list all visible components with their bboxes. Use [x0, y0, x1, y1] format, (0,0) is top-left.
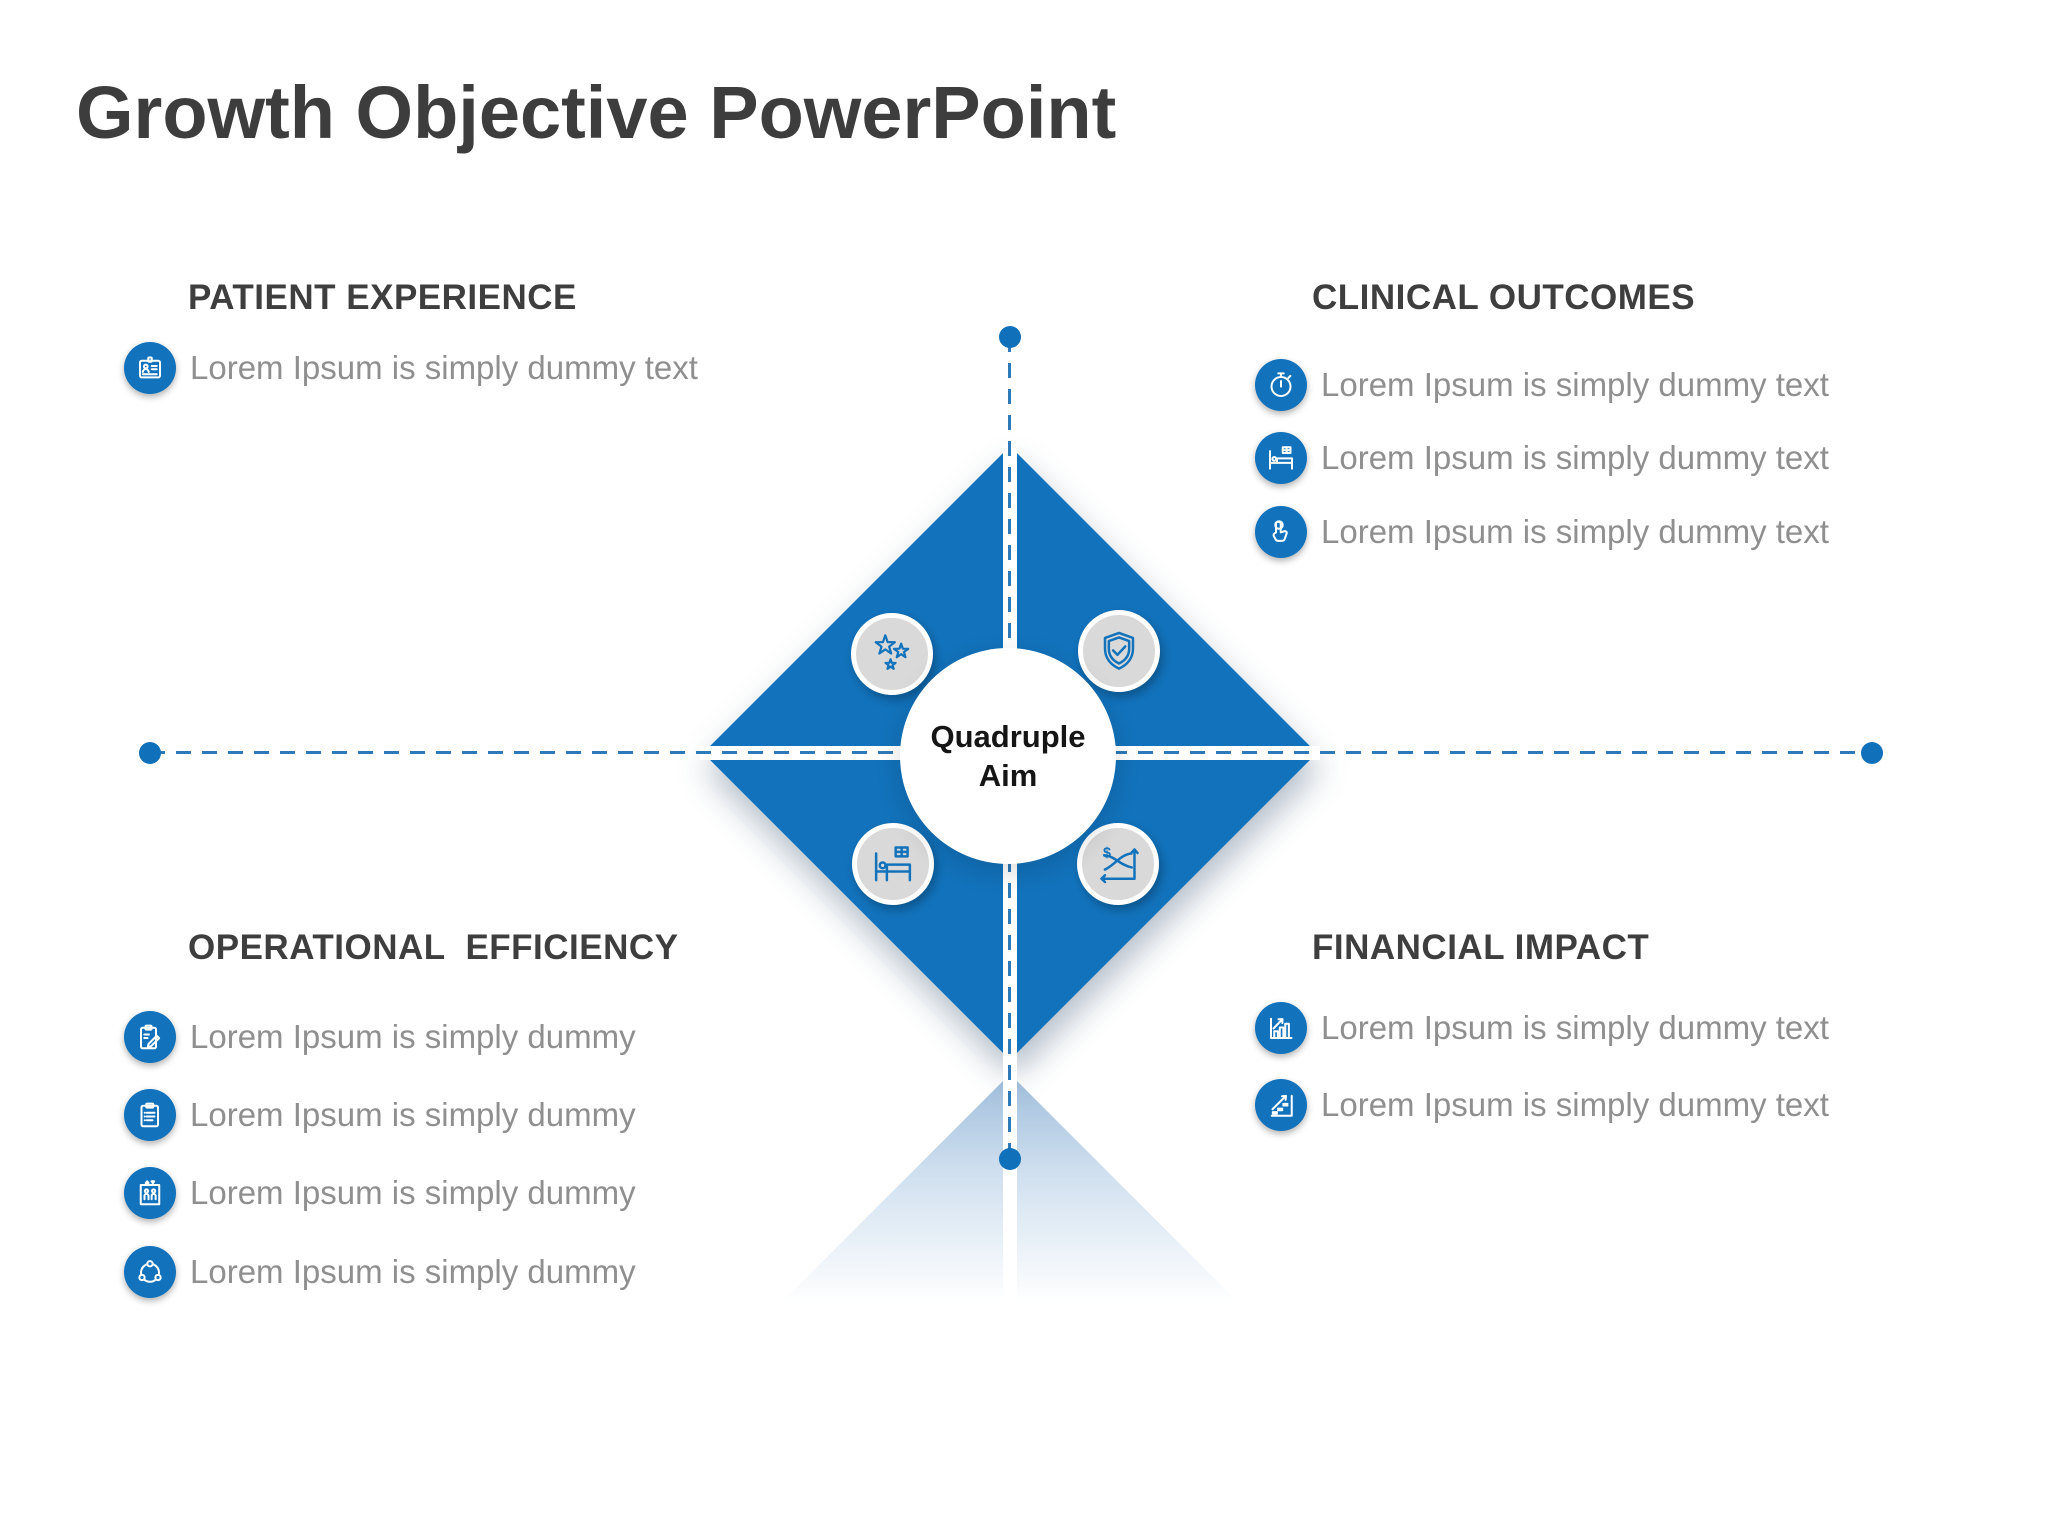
coin-growth-icon — [1255, 1079, 1307, 1131]
list-item: Lorem Ipsum is simply dummy text — [1255, 432, 1829, 484]
heading-clinical-outcomes: CLINICAL OUTCOMES — [1312, 278, 1696, 317]
heading-operational-efficiency: OPERATIONAL EFFICIENCY — [188, 928, 679, 967]
list-item: Lorem Ipsum is simply dummy — [124, 1167, 636, 1219]
page-title: Growth Objective PowerPoint — [76, 71, 1117, 154]
stars-icon — [851, 613, 933, 695]
list-item-text: Lorem Ipsum is simply dummy text — [1321, 1009, 1829, 1046]
list-item: Lorem Ipsum is simply dummy — [124, 1011, 636, 1063]
list-item: Lorem Ipsum is simply dummy — [124, 1246, 636, 1298]
bar-chart-icon — [1255, 1002, 1307, 1054]
list-item: Lorem Ipsum is simply dummy text — [1255, 506, 1829, 558]
elevator-icon — [124, 1167, 176, 1219]
list-item-text: Lorem Ipsum is simply dummy — [190, 1253, 636, 1290]
axis-dot-bottom — [999, 1148, 1021, 1170]
axis-dot-left — [139, 742, 161, 764]
list-item-text: Lorem Ipsum is simply dummy — [190, 1018, 636, 1055]
dollar-growth-icon: $ — [1077, 823, 1159, 905]
list-item-text: Lorem Ipsum is simply dummy text — [1321, 439, 1829, 476]
list-item-text: Lorem Ipsum is simply dummy text — [190, 349, 698, 386]
list-item: Lorem Ipsum is simply dummy text — [1255, 1079, 1829, 1131]
tap-hand-icon — [1255, 506, 1307, 558]
shield-check-icon — [1078, 610, 1160, 692]
center-label-line1: Quadruple — [930, 719, 1086, 754]
network-icon — [124, 1246, 176, 1298]
list-item: Lorem Ipsum is simply dummy text — [1255, 1002, 1829, 1054]
clipboard-list-icon — [124, 1089, 176, 1141]
axis-dot-right — [1861, 742, 1883, 764]
list-item: Lorem Ipsum is simply dummy — [124, 1089, 636, 1141]
list-item-text: Lorem Ipsum is simply dummy text — [1321, 1086, 1829, 1123]
svg-text:$: $ — [1103, 845, 1111, 861]
heading-patient-experience: PATIENT EXPERIENCE — [188, 278, 577, 317]
list-item-text: Lorem Ipsum is simply dummy — [190, 1096, 636, 1133]
list-item-text: Lorem Ipsum is simply dummy text — [1321, 366, 1829, 403]
id-badge-icon — [124, 342, 176, 394]
axis-dot-top — [999, 326, 1021, 348]
list-item: Lorem Ipsum is simply dummy text — [1255, 359, 1829, 411]
list-item-text: Lorem Ipsum is simply dummy text — [1321, 513, 1829, 550]
hospital-bed-icon — [1255, 432, 1307, 484]
clipboard-pencil-icon — [124, 1011, 176, 1063]
hospital-bed-icon — [852, 823, 934, 905]
list-item: Lorem Ipsum is simply dummy text — [124, 342, 698, 394]
quadruple-aim-label: Quadruple Aim — [900, 648, 1116, 864]
heading-financial-impact: FINANCIAL IMPACT — [1312, 928, 1650, 967]
stopwatch-icon — [1255, 359, 1307, 411]
list-item-text: Lorem Ipsum is simply dummy — [190, 1174, 636, 1211]
center-label-line2: Aim — [978, 758, 1038, 793]
